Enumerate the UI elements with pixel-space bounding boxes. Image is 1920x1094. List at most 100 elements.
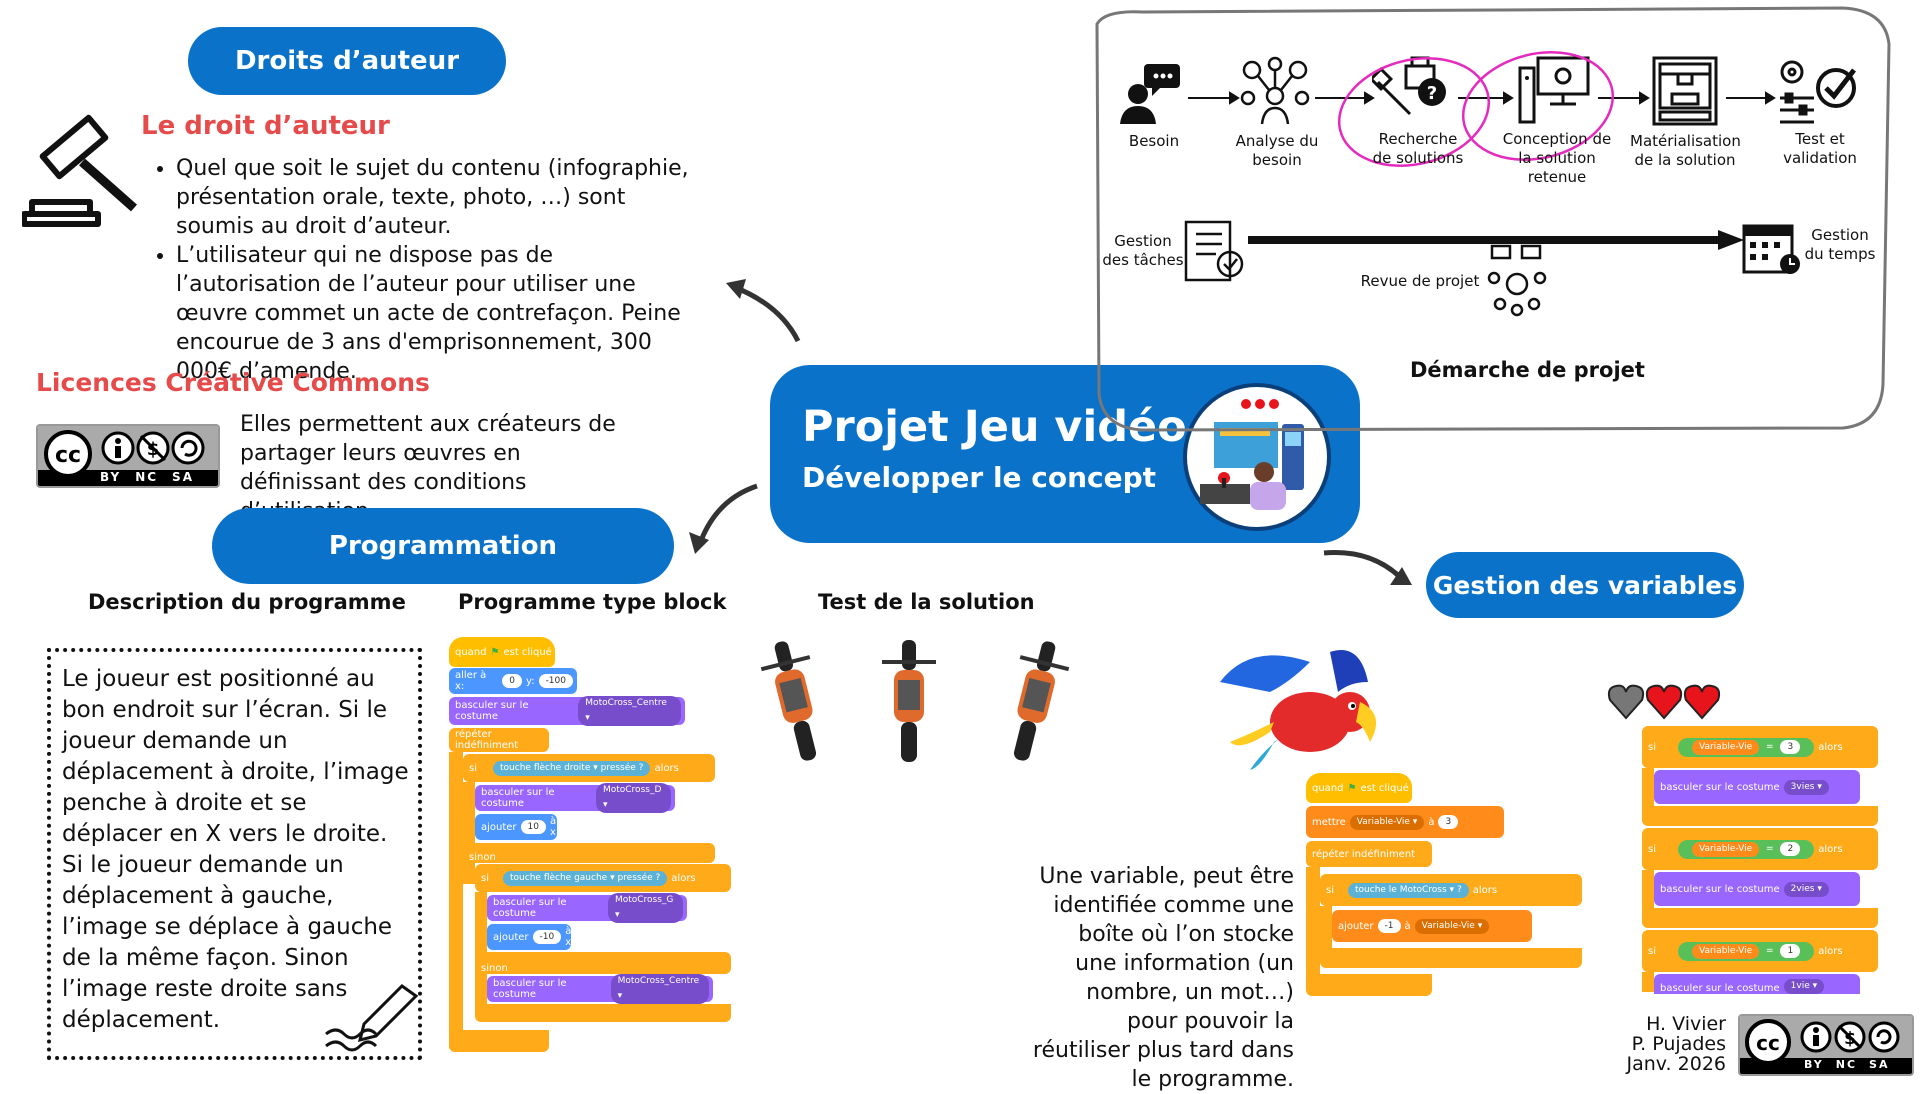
when-flag-label: quand [455, 646, 487, 658]
parrot-sprite [1220, 650, 1377, 770]
heart-full-icon-1 [1645, 684, 1683, 720]
cc-label-nc: NC [135, 470, 159, 484]
forever-arm [449, 752, 463, 1048]
var-green-flag-icon: ⚑ [1347, 782, 1357, 794]
signature-pen-icon [325, 984, 419, 1052]
gavel-icon [22, 114, 137, 227]
motocross-center-sprite [882, 640, 936, 762]
costume-d-dropdown: MotoCross_D ▾ [595, 783, 671, 813]
lives-then-2: alors [1818, 843, 1843, 855]
lives-if-1-arm [1642, 972, 1654, 992]
center-subtitle: Développer le concept [802, 461, 1157, 494]
var-clicked-label: est cliqué [1360, 782, 1409, 794]
key-left-condition: touche flèche gauche ▾ pressée ? [503, 870, 668, 886]
lives-if-2-label: si [1648, 843, 1656, 855]
var-block-if-touch: si touche le MotoCross ▾ ? alors [1320, 874, 1582, 906]
var-add-value: -1 [1377, 919, 1401, 933]
costume-center-2-label: basculer sur le costume [493, 978, 567, 1000]
block-heading: Programme type block [458, 590, 727, 614]
step-label-besoin: Besoin [1128, 132, 1180, 150]
step-label-conception: Conception de la solution retenue [1502, 130, 1612, 186]
arcade-gamer-illustration [1183, 383, 1331, 531]
cc-label-sa: SA [172, 470, 194, 484]
add-x-left-value: -10 [532, 930, 562, 944]
lives-if-2-arm [1642, 870, 1654, 908]
var-forever-label: répéter indéfiniment [1312, 848, 1416, 860]
credit-line-1: H. Vivier [1646, 1013, 1726, 1035]
credits-cc-text: cc [1756, 1031, 1780, 1055]
touch-sprite: MotoCross [1399, 884, 1447, 895]
description-box [47, 648, 422, 1060]
checklist-icon [1184, 220, 1244, 282]
lives-if-3-label: si [1648, 741, 1656, 753]
lives-cond-2-name: Variable-Vie [1699, 843, 1753, 854]
var-add-dropdown: Variable-Vie ▾ [1414, 918, 1490, 934]
calendar-clock-icon [1742, 224, 1800, 274]
costume-g-value: MotoCross_G [614, 895, 674, 905]
else-2-label: sinon [481, 963, 508, 974]
var-if-foot [1320, 948, 1582, 968]
lives-if-1: si Variable-Vie = 1 alors [1642, 930, 1878, 972]
var-when-flag-label: quand [1312, 782, 1344, 794]
tasks-label: Gestion des tâches [1102, 232, 1184, 269]
if-right-arm [463, 782, 475, 884]
description-text: Le joueur est positionné au bon endroit … [62, 666, 409, 1033]
team-review-icon [1487, 244, 1547, 317]
lives-cond-3-value: 3 [1780, 739, 1801, 754]
cc-by-nc-sa-icon: cc $ [38, 426, 218, 478]
lives-if-3-arm [1642, 768, 1654, 806]
credits-cc-icon: cc $ [1740, 1016, 1912, 1065]
costume-center-2-value: MotoCross_Centre [617, 976, 700, 986]
lives-then-1: alors [1818, 945, 1843, 957]
lives-costume-3-dropdown: 3vies ▾ [1783, 779, 1829, 795]
touch-q: ? [1456, 884, 1462, 895]
goto-label: aller à x: [455, 670, 487, 692]
lives-if-2-foot [1642, 908, 1878, 928]
lives-cond-1-name: Variable-Vie [1699, 945, 1753, 956]
var-set-value: 3 [1438, 815, 1459, 829]
step-label-materialisation: Matérialisation de la solution [1630, 132, 1741, 169]
cc-label-by: BY [100, 470, 122, 484]
var-then-label: alors [1472, 884, 1498, 896]
arrow-to-programming [689, 483, 758, 554]
goto-y-value: -100 [538, 674, 573, 688]
touch-label: touche le [1355, 884, 1397, 895]
lives-if-3-foot [1642, 806, 1878, 826]
timeline-arrow [1248, 230, 1744, 250]
var-add-to: à [1404, 920, 1411, 932]
project-title: Démarche de projet [1410, 358, 1645, 382]
3d-printer-icon [1652, 56, 1718, 126]
lives-cond-1: Variable-Vie = 1 [1678, 941, 1815, 961]
costume-label: basculer sur le costume [455, 700, 529, 722]
copyright-bullets: Quel que soit le sujet du contenu (infog… [148, 154, 693, 386]
person-speech-icon [1120, 64, 1180, 124]
costume-g-dropdown: MotoCross_G ▾ [607, 893, 683, 923]
variables-pill: Gestion des variables [1426, 552, 1744, 618]
arrow-to-variables [1323, 550, 1412, 585]
lives-then-3: alors [1818, 741, 1843, 753]
costume-center-2-dropdown: MotoCross_Centre ▾ [610, 974, 709, 1004]
lives-cond-3-var: Variable-Vie [1692, 739, 1760, 755]
var-add-name: Variable-Vie [1421, 920, 1475, 931]
motocross-left-sprite [760, 641, 817, 761]
lives-cond-1-value: 1 [1780, 943, 1801, 958]
step-label-analyse: Analyse du besoin [1235, 132, 1319, 169]
credits-label-by: BY [1804, 1058, 1824, 1071]
block-if-right: si touche flèche droite ▾ pressée ? alor… [463, 754, 715, 782]
variable-description: Une variable, peut être identifiée comme… [1032, 864, 1294, 1092]
key-right-label: touche [500, 762, 531, 773]
key-left-pressed: pressée ? [617, 872, 661, 883]
var-forever-arm [1306, 867, 1320, 987]
programming-pill: Programmation [212, 508, 674, 584]
key-right-condition: touche flèche droite ▾ pressée ? [493, 760, 651, 776]
cc-badge-text: cc [55, 443, 81, 468]
